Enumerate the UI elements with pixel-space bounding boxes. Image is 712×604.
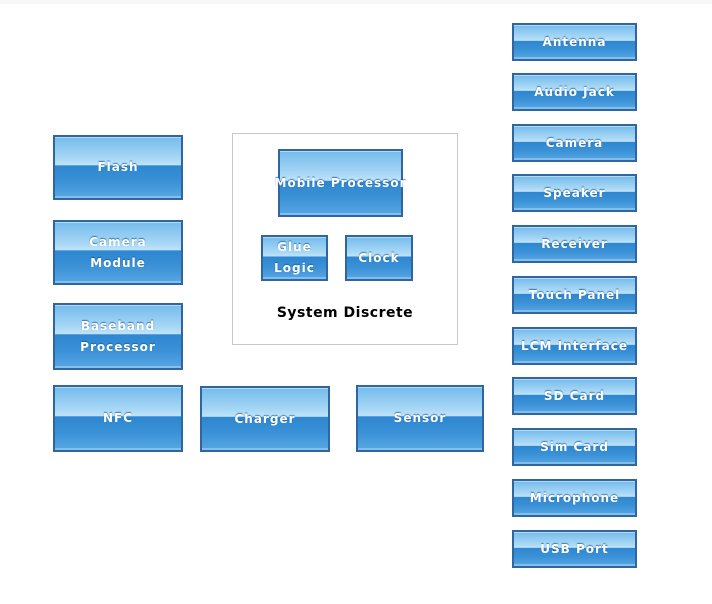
block-camera-module-label-line1: Camera xyxy=(89,234,147,249)
block-lcm-interface-label: LCM Interface xyxy=(521,338,628,353)
block-usb-port-label: USB Port xyxy=(540,541,609,556)
block-audio-jack[interactable]: Audio Jack xyxy=(512,73,637,111)
block-baseband-processor-label-line1: Baseband xyxy=(80,318,156,333)
block-camera-module-label-line2: Module xyxy=(90,255,146,270)
block-nfc-label: NFC xyxy=(102,411,134,425)
block-flash[interactable]: Flash xyxy=(53,135,183,200)
block-glue-logic-label-line1: Glue xyxy=(277,240,312,254)
block-antenna[interactable]: Antenna xyxy=(512,23,637,61)
block-camera-label: Camera xyxy=(545,135,604,150)
block-audio-jack-label: Audio Jack xyxy=(534,84,615,99)
block-charger-label: Charger xyxy=(234,411,296,426)
block-glue-logic-label-line2: Logic xyxy=(274,261,315,275)
block-clock[interactable]: Clock xyxy=(345,235,413,281)
block-lcm-interface[interactable]: LCM Interface xyxy=(512,327,637,365)
block-antenna-label: Antenna xyxy=(542,34,607,49)
block-flash-label: Flash xyxy=(97,160,139,174)
block-camera-module[interactable]: Camera Module xyxy=(53,220,183,285)
system-discrete-caption: System Discrete xyxy=(276,305,414,321)
block-baseband-processor-label-line2: Processor xyxy=(80,339,156,354)
block-speaker-label: Speaker xyxy=(543,185,606,200)
block-nfc[interactable]: NFC xyxy=(53,385,183,452)
block-camera[interactable]: Camera xyxy=(512,124,637,162)
block-receiver-label: Receiver xyxy=(541,236,608,251)
block-microphone[interactable]: Microphone xyxy=(512,479,637,517)
block-mobile-processor-label: Mobile Processor xyxy=(274,175,407,190)
block-touch-panel[interactable]: Touch Panel xyxy=(512,276,637,314)
block-charger[interactable]: Charger xyxy=(200,386,330,452)
block-sensor[interactable]: Sensor xyxy=(356,385,484,452)
block-touch-panel-label: Touch Panel xyxy=(528,287,621,302)
block-usb-port[interactable]: USB Port xyxy=(512,530,637,568)
block-sensor-label: Sensor xyxy=(393,411,447,425)
block-sim-card-label: Sim Card xyxy=(540,439,609,454)
block-speaker[interactable]: Speaker xyxy=(512,174,637,212)
block-baseband-processor[interactable]: Baseband Processor xyxy=(53,303,183,370)
block-receiver[interactable]: Receiver xyxy=(512,225,637,263)
block-microphone-label: Microphone xyxy=(529,490,620,505)
block-sd-card-label: SD Card xyxy=(543,388,606,403)
block-glue-logic[interactable]: Glue Logic xyxy=(261,235,328,281)
block-clock-label: Clock xyxy=(358,250,400,265)
block-mobile-processor[interactable]: Mobile Processor xyxy=(275,149,406,217)
block-sim-card[interactable]: Sim Card xyxy=(512,428,637,466)
page-top-strip xyxy=(0,0,712,4)
block-sd-card[interactable]: SD Card xyxy=(512,377,637,415)
